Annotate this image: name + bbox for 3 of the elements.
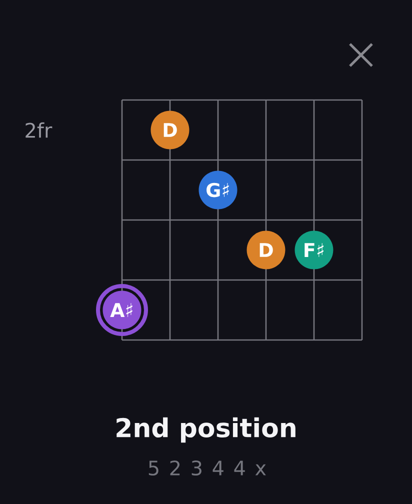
fret-label: 2fr <box>26 122 52 138</box>
title: 2nd position <box>116 417 296 443</box>
fingering-label: 5 2 3 4 4 x <box>148 460 266 476</box>
